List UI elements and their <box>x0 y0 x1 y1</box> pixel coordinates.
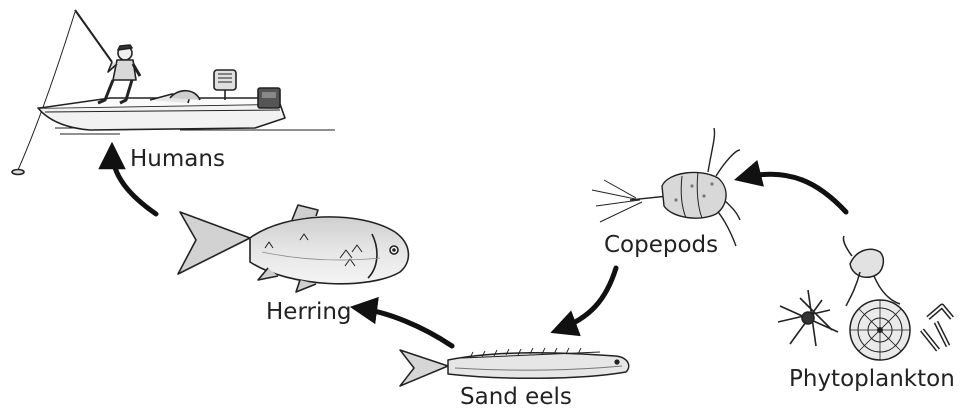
arrow-phytoplankton-to-copepods <box>742 174 846 212</box>
arrow-sand-eels-to-herring <box>358 308 452 346</box>
copepods-label: Copepods <box>604 234 718 257</box>
copepod-icon <box>592 128 740 246</box>
herring-fish-icon <box>178 205 408 292</box>
herring-label: Herring <box>266 301 352 324</box>
sand-eels-label: Sand eels <box>460 386 572 409</box>
phytoplankton-icon <box>778 236 952 360</box>
sand-eel-icon <box>400 348 629 386</box>
phytoplankton-label: Phytoplankton <box>789 368 955 391</box>
arrow-copepods-to-sand-eels <box>558 268 616 330</box>
humans-label: Humans <box>130 148 225 171</box>
